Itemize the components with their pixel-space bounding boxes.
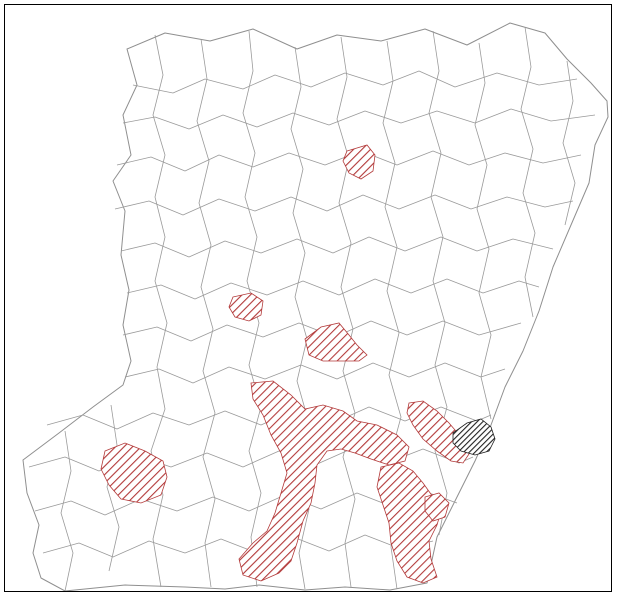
map-frame (4, 4, 612, 592)
zone-center (304, 322, 368, 362)
zone-east-small (424, 492, 450, 522)
zone-south-central-cluster (238, 380, 410, 582)
zone-east-edge-dark (452, 418, 496, 456)
zone-north-center (342, 144, 376, 180)
hatched-zones (100, 144, 496, 584)
zone-west-center (228, 292, 264, 322)
department-outline (22, 22, 609, 591)
zone-southwest (100, 442, 168, 504)
zone-east (406, 400, 472, 464)
zone-south-east-strip (376, 462, 442, 584)
commune-map (22, 22, 609, 591)
